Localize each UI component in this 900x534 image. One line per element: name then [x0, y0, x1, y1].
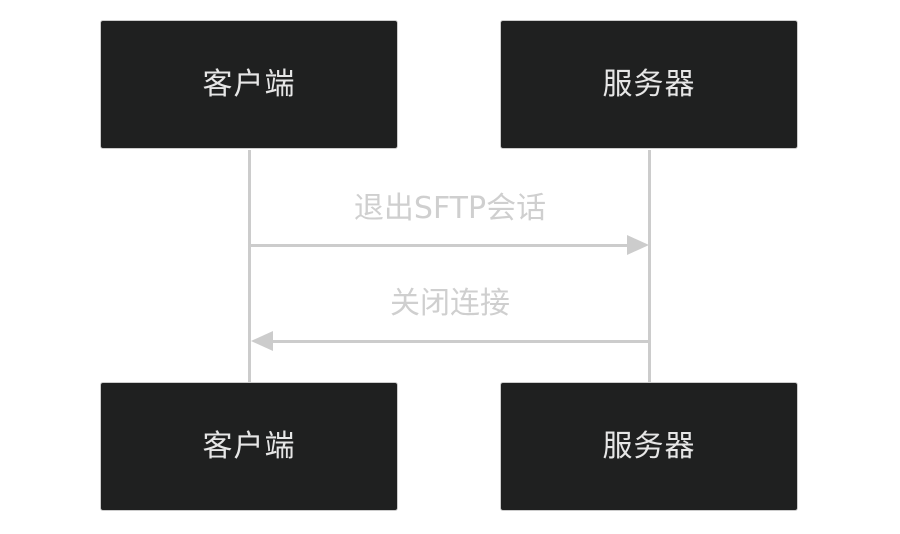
server-actor-top: 服务器 [500, 20, 798, 149]
client-actor-top-label: 客户端 [202, 66, 296, 102]
message-close-connection-label: 关闭连接 [390, 286, 510, 321]
message-exit-sftp-arrowhead [627, 235, 649, 255]
server-actor-bottom: 服务器 [500, 382, 798, 511]
server-actor-top-label: 服务器 [602, 66, 696, 102]
message-exit-sftp-label: 退出SFTP会话 [353, 191, 547, 226]
client-actor-bottom-label: 客户端 [202, 428, 296, 464]
server-actor-bottom-label: 服务器 [602, 428, 696, 464]
message-exit-sftp-arrow [251, 244, 631, 247]
message-close-connection-arrow [270, 340, 650, 343]
client-actor-bottom: 客户端 [100, 382, 398, 511]
client-actor-top: 客户端 [100, 20, 398, 149]
message-close-connection-arrowhead [251, 331, 273, 351]
client-lifeline [248, 150, 251, 382]
server-lifeline [648, 150, 651, 382]
